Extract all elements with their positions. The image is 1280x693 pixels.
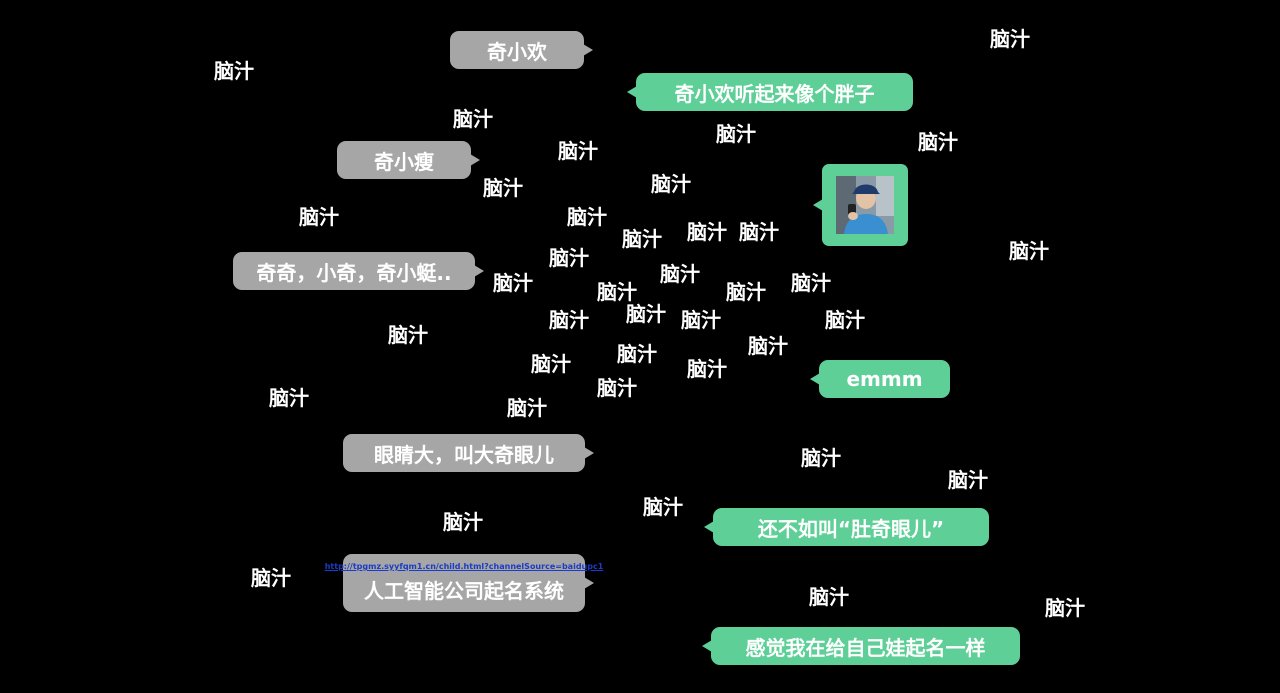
word: 脑汁 [660,262,700,286]
chat-bubble-gray: 眼睛大，叫大奇眼儿 [343,434,594,472]
person-photo-icon [836,176,894,234]
word: 脑汁 [1009,239,1049,263]
word: 脑汁 [1045,596,1085,620]
chat-bubble-gray: http://tpgmz.syyfqm1.cn/child.html?chann… [325,554,603,612]
bubble-text: 还不如叫“肚奇眼儿” [757,516,945,541]
word: 脑汁 [748,334,788,358]
bubble-text: 奇小瘦 [374,149,434,174]
bubble-text: 感觉我在给自己娃起名一样 [745,635,986,660]
chat-bubble-green: 奇小欢听起来像个胖子 [627,73,913,111]
word: 脑汁 [597,376,637,400]
word: 脑汁 [388,323,428,347]
word: 脑汁 [651,172,691,196]
word: 脑汁 [990,27,1030,51]
word: 脑汁 [483,176,523,200]
word: 脑汁 [622,227,662,251]
word: 脑汁 [493,271,533,295]
word: 脑汁 [443,510,483,534]
chat-bubble-green: 感觉我在给自己娃起名一样 [702,627,1020,665]
chat-bubble-green: 还不如叫“肚奇眼儿” [704,508,989,546]
bubble-text: 奇小欢 [487,39,547,64]
chat-bubble-gray: 奇奇，小奇，奇小蜓.. [233,252,484,290]
word: 脑汁 [791,271,831,295]
word: 脑汁 [948,468,988,492]
word: 脑汁 [809,585,849,609]
chat-bubble-photo [813,164,908,246]
word: 脑汁 [617,342,657,366]
chat-bubble-green: emmm [810,360,950,398]
word: 脑汁 [681,308,721,332]
word: 脑汁 [558,139,598,163]
word: 脑汁 [507,396,547,420]
bubble-text: 眼睛大，叫大奇眼儿 [374,442,554,467]
chat-bubble-gray: 奇小欢 [450,31,593,69]
word: 脑汁 [567,205,607,229]
word: 脑汁 [825,308,865,332]
word: 脑汁 [531,352,571,376]
word: 脑汁 [687,220,727,244]
chat-bubble-gray: 奇小瘦 [337,141,480,179]
word: 脑汁 [453,107,493,131]
word: 脑汁 [643,495,683,519]
bubble-text: emmm [846,367,923,391]
word: 脑汁 [214,59,254,83]
word: 脑汁 [801,446,841,470]
word: 脑汁 [687,357,727,381]
word: 脑汁 [739,220,779,244]
website-link[interactable]: http://tpgmz.syyfqm1.cn/child.html?chann… [324,562,604,571]
word: 脑汁 [299,205,339,229]
word: 脑汁 [716,122,756,146]
word: 脑汁 [726,280,766,304]
word: 脑汁 [918,130,958,154]
photo-image [836,176,894,234]
word: 脑汁 [251,566,291,590]
bubble-text: 人工智能公司起名系统 [364,579,564,603]
word: 脑汁 [626,302,666,326]
word: 脑汁 [549,308,589,332]
bubble-text: 奇奇，小奇，奇小蜓.. [256,260,452,285]
word: 脑汁 [269,386,309,410]
bubble-text: 奇小欢听起来像个胖子 [674,81,875,106]
word: 脑汁 [549,246,589,270]
word: 脑汁 [597,280,637,304]
